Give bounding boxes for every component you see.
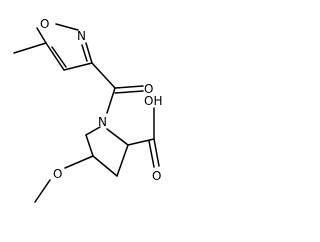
- atom-label-carbonyl-o: O: [144, 82, 153, 96]
- bond-c3-carbonyl: [91, 62, 116, 89]
- bond-carbonyl-o-double: [114, 90, 144, 94]
- atom-label-ring-o: O: [40, 17, 49, 31]
- atom-label-ring-n: N: [77, 29, 86, 43]
- bond-c5-c4-inner: [51, 46, 67, 68]
- bond-acid-c-o-double: [148, 140, 155, 168]
- bond-c3-c4: [92, 155, 118, 177]
- atom-label-pyrrolidine-n: N: [98, 115, 107, 129]
- bond-acid-c-o: [153, 138, 160, 167]
- bond-c4-c5: [85, 134, 94, 157]
- bond-n-c2: [106, 128, 129, 146]
- bond-c2-c3: [116, 144, 129, 177]
- bond-n2-o1: [55, 23, 79, 31]
- bond-c4-c3: [63, 62, 93, 71]
- atom-label-acid-o: O: [152, 169, 161, 183]
- atom-label-acid-oh: OH: [144, 94, 162, 108]
- atom-label-methoxy-o: O: [53, 167, 62, 181]
- bond-carbonyl-o: [114, 85, 144, 89]
- bond-c3-n2-inner: [81, 44, 88, 62]
- bond-c5-c4: [45, 42, 65, 71]
- bonds: [13, 23, 160, 203]
- bond-carbonyl-n: [106, 87, 116, 114]
- bond-methoxy-o-ch3: [34, 179, 51, 203]
- bond-c5-n: [85, 126, 101, 136]
- atom-labels: O N O N OH O O: [40, 17, 162, 183]
- molecule-structure-diagram: O N O N OH O O: [13, 17, 162, 203]
- bond-o1-c5: [36, 27, 47, 44]
- bond-c3-n2: [85, 42, 93, 64]
- bond-c2-acid-c: [127, 138, 155, 146]
- bond-c5-methyl: [13, 42, 47, 54]
- bond-c4-methoxy-o: [64, 155, 94, 169]
